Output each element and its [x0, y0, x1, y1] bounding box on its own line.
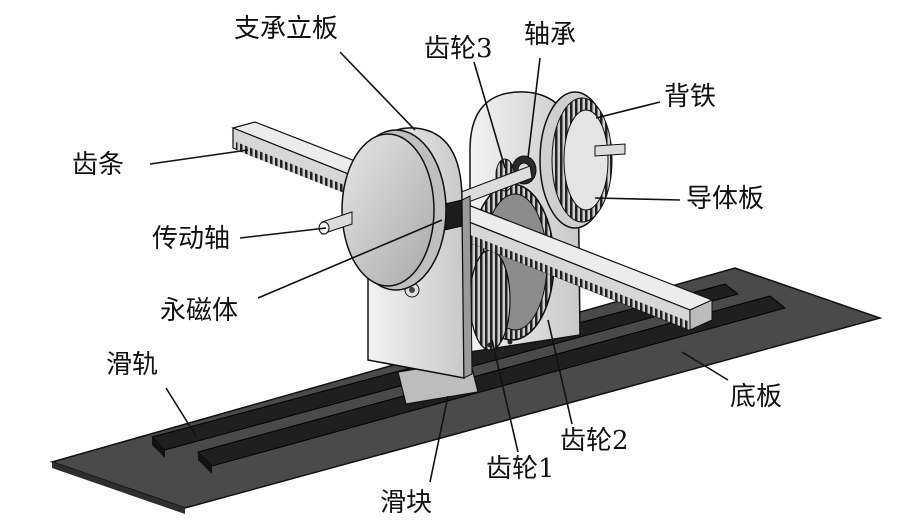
- plate-hole: [497, 352, 503, 358]
- label-permanent-magnet: 永磁体: [160, 296, 239, 326]
- leader-support-plate: [339, 51, 416, 131]
- leader-gear2: [547, 319, 573, 425]
- label-rack: 齿条: [72, 150, 125, 180]
- leader-conductor-plate: [594, 197, 681, 201]
- slide-rail-2-face: [198, 452, 212, 474]
- leader-slider: [429, 395, 449, 483]
- leader-drive-shaft: [239, 227, 327, 239]
- leader-gear3: [473, 61, 506, 169]
- gear1: [469, 249, 511, 351]
- leader-permanent-magnet: [257, 219, 443, 299]
- label-back-iron: 背铁: [664, 82, 717, 112]
- label-gear1: 齿轮1: [486, 454, 555, 484]
- plate-hole: [487, 342, 493, 348]
- leader-slide-rail: [165, 387, 197, 437]
- label-conductor-plate: 导体板: [686, 184, 765, 214]
- slide-rail-1-face: [152, 437, 165, 458]
- front-support-plate-side: [461, 195, 473, 379]
- label-support-plate: 支承立板: [234, 14, 339, 44]
- label-slide-rail: 滑轨: [106, 350, 159, 380]
- front-plate-screw-hole: [409, 287, 415, 293]
- right-shaft: [594, 143, 626, 157]
- label-gear3: 齿轮3: [424, 34, 493, 64]
- leader-rack: [149, 149, 249, 165]
- plate-hole: [507, 339, 513, 345]
- rack-end: [689, 299, 713, 331]
- leader-gear1: [491, 339, 519, 453]
- leader-bearing: [527, 57, 541, 159]
- base-plate-edge: [52, 462, 185, 514]
- label-gear2: 齿轮2: [560, 426, 629, 456]
- label-drive-shaft: 传动轴: [152, 224, 231, 254]
- leader-back-iron: [595, 101, 661, 119]
- label-base-plate: 底板: [730, 382, 783, 412]
- label-bearing: 轴承: [524, 20, 577, 50]
- leader-base-plate: [681, 351, 729, 381]
- leader-lines: [149, 51, 729, 483]
- front-disc-face: [341, 133, 435, 287]
- label-slider: 滑块: [380, 488, 433, 518]
- conductor-plate-disc: [563, 109, 609, 211]
